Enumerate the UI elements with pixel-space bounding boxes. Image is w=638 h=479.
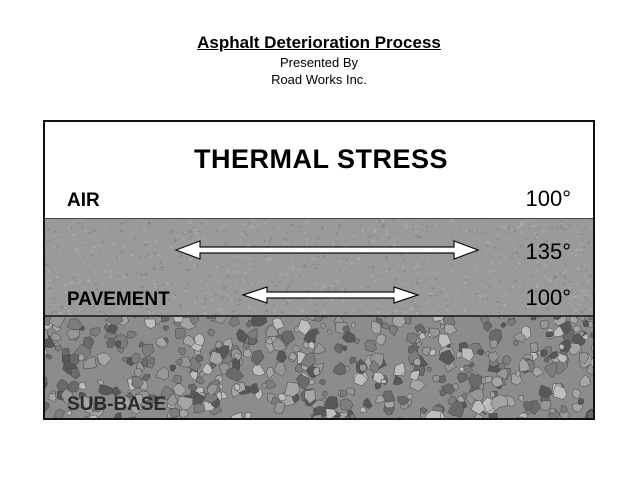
- thermal-stress-diagram: THERMAL STRESS AIR PAVEMENT SUB-BASE 100…: [43, 120, 595, 420]
- subbase-label: SUB-BASE: [67, 394, 167, 415]
- air-temperature: 100°: [525, 186, 571, 211]
- gravel-texture: [45, 317, 593, 418]
- subbase-layer: [45, 317, 593, 418]
- pavement-surface-temperature: 135°: [525, 239, 571, 264]
- air-layer: [45, 122, 593, 219]
- company-name: Road Works Inc.: [271, 72, 367, 87]
- presented-by-text: Presented By: [279, 55, 359, 70]
- pavement-label: PAVEMENT: [67, 289, 170, 310]
- slide-title: Asphalt Deterioration Process: [197, 33, 441, 52]
- diagram-heading: THERMAL STRESS: [193, 144, 449, 174]
- air-label: AIR: [67, 190, 100, 211]
- pavement-base-temperature: 100°: [525, 285, 571, 310]
